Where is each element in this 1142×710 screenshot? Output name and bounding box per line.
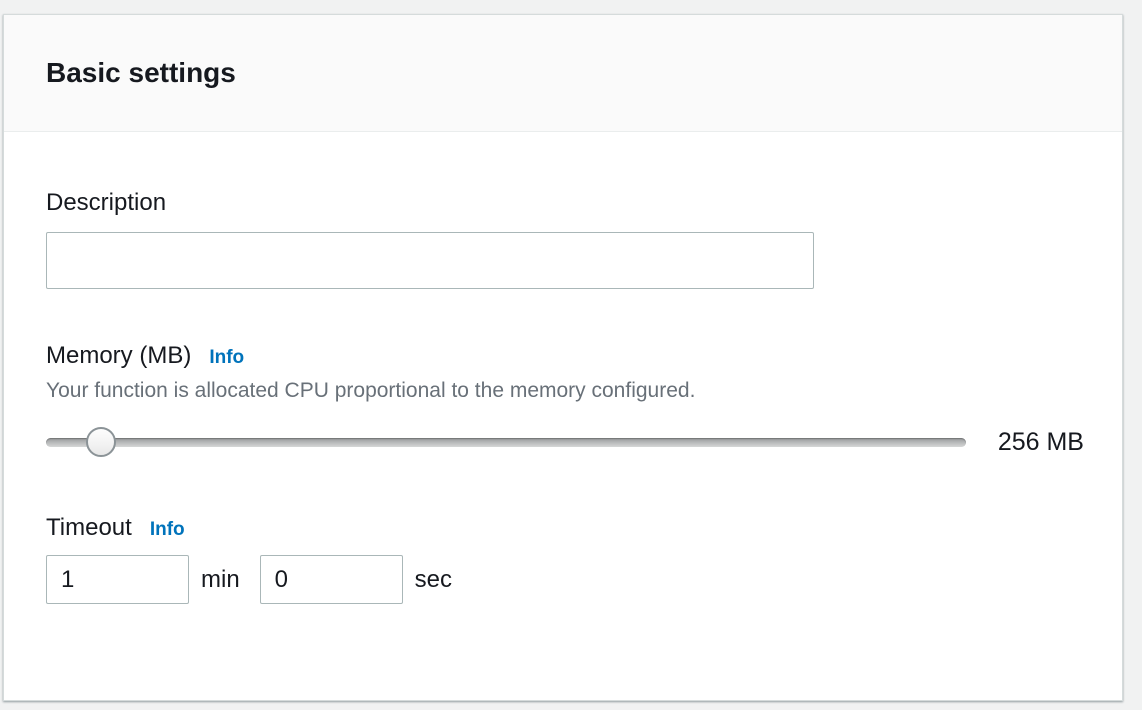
timeout-label: Timeout [46,514,132,541]
description-field-group: Description [46,188,1084,289]
timeout-seconds-unit: sec [414,565,453,593]
basic-settings-panel: Basic settings Description Memory (MB) I… [3,14,1123,701]
memory-slider-row: 256 MB [46,425,1084,459]
memory-label: Memory (MB) [46,342,192,369]
memory-slider-thumb[interactable] [86,427,117,457]
timeout-field-group: Timeout Info min sec [46,513,1084,604]
timeout-info-link[interactable]: Info [149,519,185,540]
panel-header: Basic settings [4,15,1122,132]
memory-field-group: Memory (MB) Info Your function is alloca… [46,341,1084,459]
description-input[interactable] [46,232,814,289]
memory-slider[interactable] [46,425,966,459]
timeout-label-row: Timeout Info [46,513,1084,543]
panel-body: Description Memory (MB) Info Your functi… [4,132,1122,604]
memory-slider-track[interactable] [46,438,966,447]
timeout-seconds-input[interactable] [259,555,403,604]
memory-info-link[interactable]: Info [209,347,245,368]
panel-title: Basic settings [46,57,236,88]
timeout-inputs-row: min sec [46,555,1084,604]
description-label: Description [46,189,167,216]
memory-help-text: Your function is allocated CPU proportio… [46,379,696,402]
timeout-minutes-input[interactable] [46,555,189,604]
memory-value: 256 MB [997,427,1084,456]
timeout-minutes-unit: min [201,565,240,593]
memory-label-row: Memory (MB) Info [46,341,1084,371]
